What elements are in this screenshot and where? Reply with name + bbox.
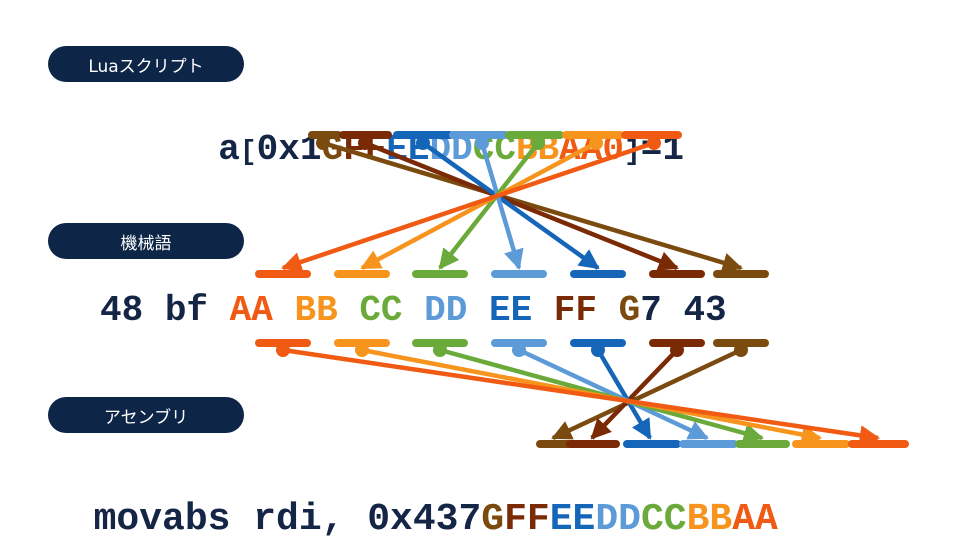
lua-prefix: a bbox=[218, 129, 240, 170]
machine-byte: AA bbox=[229, 290, 273, 331]
arrow-lua-to-machine-g bbox=[322, 140, 743, 273]
asm-digit: E bbox=[549, 498, 573, 541]
asm-digit: A bbox=[732, 498, 756, 541]
machine-byte: FF bbox=[553, 290, 598, 331]
lua-digit: C bbox=[494, 129, 516, 170]
label-machine-code: 機械語 bbox=[48, 223, 244, 259]
assembly-code-line: movabs rdi, 0x437GFFEEDDCCBBAA bbox=[48, 455, 778, 541]
machine-byte: G7 bbox=[618, 290, 662, 331]
machine-byte: DD bbox=[424, 290, 468, 331]
asm-digit: F bbox=[504, 498, 527, 541]
asm-digit: G bbox=[481, 498, 505, 541]
lua-digit: D bbox=[451, 129, 473, 170]
arrow-group bbox=[255, 131, 909, 448]
arrow-machine-to-asm-g bbox=[551, 347, 742, 441]
arrow-lua-to-machine-f bbox=[364, 140, 679, 271]
asm-digit: E bbox=[572, 498, 596, 541]
lua-open-bracket: [ bbox=[239, 137, 257, 168]
label-lua-script: Luaスクリプト bbox=[48, 46, 244, 82]
arrow-lua-to-machine-d bbox=[479, 142, 524, 270]
machine-byte: BB bbox=[294, 290, 338, 331]
machine-byte: bf bbox=[164, 290, 209, 331]
arrow-machine-to-asm-a bbox=[282, 347, 881, 446]
asm-digit: B bbox=[709, 498, 733, 541]
asm-digit: F bbox=[526, 498, 550, 541]
asm-digit: D bbox=[595, 498, 619, 541]
arrow-machine-to-asm-f bbox=[590, 348, 679, 440]
asm-digit: C bbox=[663, 498, 687, 541]
asm-prefix: movabs rdi, 0x437 bbox=[93, 498, 482, 541]
arrow-lua-to-machine-b bbox=[360, 141, 598, 270]
arrow-lua-to-machine-e bbox=[421, 141, 600, 270]
asm-digit: D bbox=[618, 498, 641, 541]
asm-address-digits: GFFEEDDCCBBAA bbox=[481, 498, 778, 541]
arrow-lua-to-machine-a bbox=[281, 140, 655, 272]
machine-byte: EE bbox=[488, 290, 533, 331]
machine-byte: 48 bbox=[100, 290, 144, 331]
asm-digit: B bbox=[686, 498, 710, 541]
machine-byte: CC bbox=[359, 290, 403, 331]
arrow-machine-to-asm-e bbox=[596, 348, 652, 440]
asm-digit: C bbox=[640, 498, 664, 541]
machine-byte: 43 bbox=[683, 290, 727, 331]
label-assembly: アセンブリ bbox=[48, 397, 244, 433]
asm-digit: A bbox=[755, 498, 778, 541]
machine-code-line: 48 bf AA BB CC DD EE FF G7 43 bbox=[100, 290, 727, 331]
arrow-machine-to-asm-d bbox=[518, 347, 709, 441]
arrow-lua-to-machine-c bbox=[438, 141, 540, 270]
